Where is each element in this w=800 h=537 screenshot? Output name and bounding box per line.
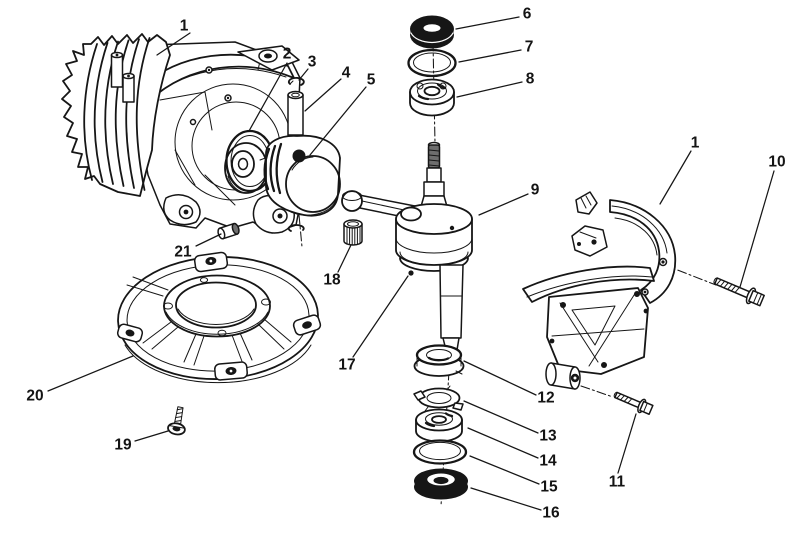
callout-leader-10	[739, 170, 775, 288]
retaining-clip-lower	[287, 224, 305, 232]
callout-label-8: 8	[526, 71, 535, 88]
callout-leader-1-left	[156, 32, 191, 56]
callout-label-7: 7	[525, 39, 534, 56]
callout-leader-9	[478, 193, 529, 216]
retaining-clip	[287, 76, 305, 86]
callout-label-2: 2	[283, 46, 292, 63]
cover-shroud	[609, 199, 677, 304]
callout-leader-2	[248, 62, 288, 132]
mounting-bolt-lower	[613, 391, 654, 416]
callout-label-10: 10	[768, 154, 785, 171]
callout-label-11: 11	[609, 474, 626, 491]
screw	[167, 406, 186, 436]
baffle-spokes	[126, 276, 292, 366]
crankshaft	[395, 141, 473, 354]
callout-leader-3	[298, 68, 309, 81]
callout-leader-17	[352, 275, 409, 358]
callout-label-6: 6	[523, 6, 532, 23]
pin-hole	[292, 149, 306, 163]
washer	[412, 439, 468, 465]
crank-lower-shaft	[439, 264, 464, 339]
baffle-tab	[214, 361, 248, 381]
callout-label-9: 9	[531, 182, 540, 199]
callout-label-13: 13	[539, 428, 557, 445]
callout-label-16: 16	[542, 505, 560, 522]
callout-leader-5	[309, 86, 367, 156]
callout-label-19: 19	[114, 437, 132, 454]
piston	[263, 134, 341, 232]
callout-label-1-left: 1	[180, 18, 189, 35]
spacer-collar	[413, 344, 465, 377]
crankcase-cover-assembly	[522, 191, 677, 390]
callout-label-20: 20	[26, 388, 43, 405]
callout-leader-20	[47, 355, 134, 392]
callout-leader-1-right	[659, 150, 692, 205]
cylinder-crankcase-assembly	[61, 33, 301, 234]
woodruff-key	[408, 270, 414, 276]
callout-leader-21	[195, 233, 222, 247]
baffle-tab	[116, 323, 144, 343]
oil-seal-lower	[414, 468, 468, 500]
crankpin-hole	[400, 206, 422, 222]
baffle-tab	[193, 251, 229, 273]
baffle-plate	[116, 251, 322, 384]
piston-pin	[287, 90, 304, 139]
callout-label-15: 15	[540, 479, 558, 496]
head-stud	[110, 51, 135, 103]
callout-label-3: 3	[308, 54, 317, 71]
callout-label-4: 4	[342, 65, 351, 82]
oil-seal-upper	[410, 15, 454, 49]
callout-label-1-right: 1	[691, 135, 700, 152]
piston-skirt-opening	[285, 155, 341, 213]
callout-leader-14	[467, 427, 539, 459]
mounting-bolt-upper	[713, 277, 765, 307]
deflector-band	[522, 265, 655, 303]
callout-label-21: 21	[174, 244, 192, 261]
callout-leader-15	[469, 455, 540, 485]
callout-label-12: 12	[537, 390, 554, 407]
ball-bearing-lower	[415, 408, 463, 443]
callout-leader-16	[470, 487, 542, 511]
callout-leader-8	[456, 81, 523, 98]
callout-leader-6	[455, 16, 520, 30]
callout-label-5: 5	[367, 72, 376, 89]
callout-label-17: 17	[338, 357, 355, 374]
callout-label-18: 18	[323, 272, 341, 289]
callout-leader-4	[304, 78, 342, 112]
o-ring-upper	[407, 48, 457, 78]
centerlines	[294, 41, 717, 507]
baffle-tab	[292, 314, 322, 336]
callout-leader-13	[463, 400, 539, 434]
callout-leader-12	[463, 360, 537, 396]
callout-leader-18	[337, 244, 352, 273]
callout-leader-7	[458, 49, 522, 63]
callout-leader-19	[134, 430, 169, 442]
callout-leader-11	[617, 413, 637, 474]
bearing-retainer-clip	[413, 385, 464, 412]
cover-bushing	[545, 362, 581, 390]
callout-label-14: 14	[539, 453, 557, 470]
dowel-pin	[217, 222, 240, 240]
ball-bearing-upper	[409, 78, 455, 117]
needle-bearing	[343, 219, 363, 246]
